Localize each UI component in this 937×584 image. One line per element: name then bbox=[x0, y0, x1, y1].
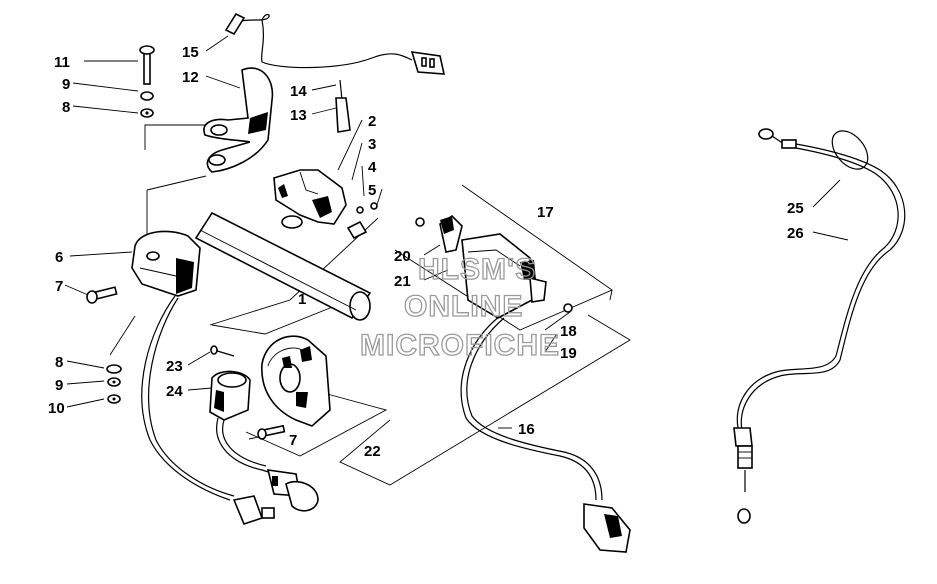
callout-11: 11 bbox=[54, 54, 70, 71]
housing-screw bbox=[210, 345, 235, 357]
callout-12: 12 bbox=[182, 69, 199, 86]
switch-wire-lower bbox=[216, 417, 319, 512]
watermark-line-1: HLSM'S bbox=[418, 253, 536, 286]
callout-6: 6 bbox=[55, 249, 63, 266]
module-wire-harness bbox=[460, 315, 631, 553]
upper-bolt-stack bbox=[139, 45, 155, 118]
callout-17: 17 bbox=[537, 204, 554, 221]
callout-16: 16 bbox=[518, 421, 535, 438]
callout-4: 4 bbox=[368, 159, 377, 176]
watermark-line-2: ONLINE bbox=[404, 290, 523, 323]
callout-7-lower: 7 bbox=[289, 432, 297, 449]
callout-8-lower: 8 bbox=[55, 354, 63, 371]
throttle-housing bbox=[273, 169, 347, 229]
callout-26: 26 bbox=[787, 225, 804, 242]
callout-1: 1 bbox=[298, 291, 306, 308]
callout-14: 14 bbox=[290, 83, 307, 100]
lower-washer-stack bbox=[106, 364, 122, 404]
leader-lines bbox=[64, 35, 849, 440]
switch-wire-left bbox=[141, 295, 275, 525]
callout-5: 5 bbox=[368, 182, 376, 199]
watermark-line-3: MICROFICHE bbox=[360, 329, 560, 362]
lower-screw bbox=[257, 424, 286, 440]
control-module bbox=[415, 214, 573, 319]
callout-15: 15 bbox=[182, 44, 199, 61]
callout-3: 3 bbox=[368, 136, 376, 153]
callout-9-upper: 9 bbox=[62, 76, 70, 93]
hand-warmer-bracket bbox=[203, 67, 274, 173]
callout-19: 19 bbox=[560, 345, 577, 362]
callout-2: 2 bbox=[368, 113, 376, 130]
callout-10: 10 bbox=[48, 400, 65, 417]
throttle-block bbox=[131, 230, 201, 297]
retainer-parts bbox=[346, 202, 378, 240]
callout-21: 21 bbox=[394, 273, 411, 290]
callout-labels: 11 9 8 15 12 14 13 2 3 4 5 6 7 1 17 20 2… bbox=[48, 44, 804, 460]
handlebar-shaft bbox=[194, 211, 372, 321]
terminal-pin bbox=[335, 79, 351, 133]
callout-13: 13 bbox=[290, 107, 307, 124]
callout-22: 22 bbox=[364, 443, 381, 460]
callout-18: 18 bbox=[560, 323, 577, 340]
callout-23: 23 bbox=[166, 358, 183, 375]
callout-24: 24 bbox=[166, 383, 183, 400]
callout-7-left: 7 bbox=[55, 278, 63, 295]
callout-25: 25 bbox=[787, 200, 804, 217]
clamp-screw bbox=[86, 286, 118, 304]
watermark: HLSM'S ONLINE MICROFICHE bbox=[359, 252, 560, 362]
switch-housing bbox=[261, 335, 331, 427]
switch-body bbox=[209, 370, 251, 421]
callout-20: 20 bbox=[394, 248, 411, 265]
callout-8-upper: 8 bbox=[62, 99, 70, 116]
heater-wire-harness bbox=[224, 12, 446, 75]
callout-9-lower: 9 bbox=[55, 377, 63, 394]
throttle-cable bbox=[733, 128, 906, 524]
